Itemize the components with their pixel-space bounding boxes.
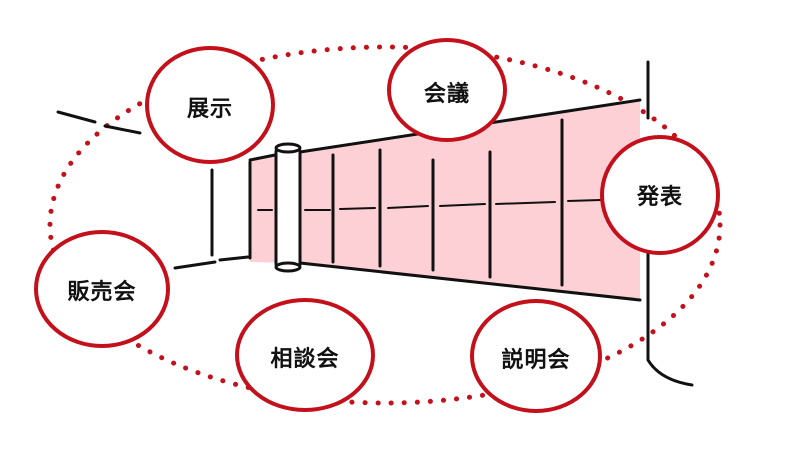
label-sales-event: 販売会	[67, 280, 137, 305]
circle-sales-event	[34, 230, 170, 348]
dotted-boundary	[47, 44, 723, 406]
label-consultation-event: 相談会	[270, 347, 340, 372]
circle-meeting	[387, 38, 507, 142]
hall-area	[250, 100, 640, 300]
circle-briefing-event	[470, 299, 602, 413]
hall-lines	[56, 60, 694, 387]
circle-exhibition	[145, 46, 275, 164]
label-exhibition: 展示	[186, 97, 234, 122]
label-presentation: 発表	[636, 185, 684, 210]
label-briefing-event: 説明会	[501, 348, 571, 373]
label-meeting: 会議	[423, 82, 471, 107]
entrance-pillar	[274, 142, 302, 273]
circle-presentation	[600, 135, 720, 255]
circle-consultation-event	[235, 298, 375, 412]
